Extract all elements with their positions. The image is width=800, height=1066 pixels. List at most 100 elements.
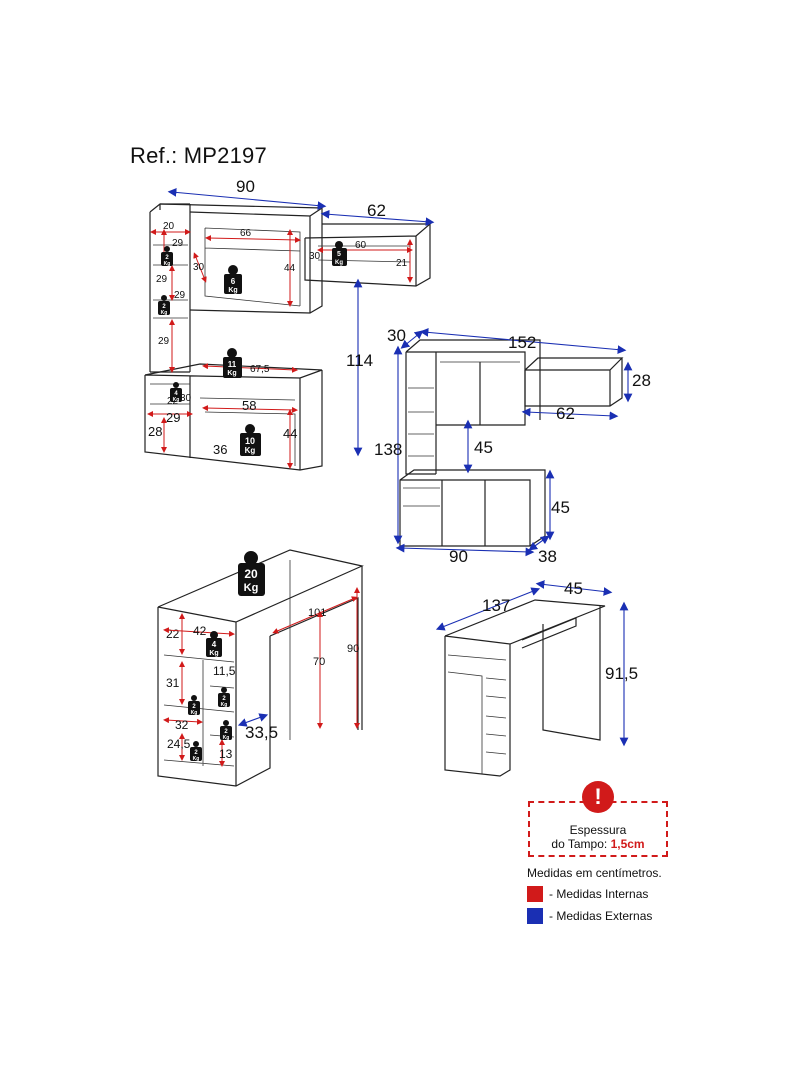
- svg-text:24,5: 24,5: [167, 737, 191, 751]
- notice-value: 1,5cm: [610, 837, 645, 851]
- svg-text:Kg: Kg: [228, 287, 237, 294]
- bottom-right-desk: [444, 599, 606, 777]
- top-left-external-dims: 90 62 114: [167, 177, 435, 457]
- svg-text:Kg: Kg: [244, 582, 259, 594]
- dim-height-45: 45: [551, 498, 570, 517]
- weight-icon-2kg-e: 2Kg: [220, 720, 232, 741]
- weight-icon-2kg-a: 2Kg: [161, 246, 173, 267]
- dim-depth-33-5: 33,5: [245, 723, 278, 742]
- dim-width-137: 137: [482, 596, 510, 615]
- svg-text:44: 44: [283, 426, 297, 441]
- weight-icon-2kg-c: 2Kg: [218, 687, 230, 708]
- svg-text:30: 30: [309, 251, 321, 262]
- dim-width-152: 152: [508, 333, 536, 352]
- dim-height-138: 138: [374, 440, 402, 459]
- svg-text:31: 31: [166, 676, 180, 690]
- weight-icon-5kg: 5Kg: [332, 241, 347, 266]
- svg-text:90: 90: [347, 643, 359, 655]
- bottom-left-desk: [157, 549, 364, 787]
- svg-text:21: 21: [396, 258, 408, 269]
- svg-text:2: 2: [192, 704, 196, 710]
- weight-icon-4kg: 4Kg: [170, 382, 182, 403]
- legend-row-external: - Medidas Externas: [527, 908, 662, 924]
- svg-text:Kg: Kg: [173, 397, 180, 403]
- legend-row-internal: - Medidas Internas: [527, 886, 662, 902]
- svg-text:4: 4: [212, 640, 217, 649]
- svg-text:32: 32: [175, 718, 189, 732]
- svg-text:29: 29: [166, 410, 180, 425]
- svg-text:Kg: Kg: [223, 735, 230, 741]
- svg-text:Kg: Kg: [164, 261, 171, 267]
- svg-text:Kg: Kg: [191, 710, 198, 716]
- svg-text:2: 2: [165, 255, 169, 261]
- svg-text:Kg: Kg: [335, 260, 343, 266]
- svg-text:30: 30: [180, 393, 192, 404]
- warning-icon: !: [582, 781, 614, 813]
- dim-width-90: 90: [449, 547, 468, 566]
- svg-text:Kg: Kg: [245, 446, 256, 455]
- notice-line2: do Tampo: 1,5cm: [551, 837, 645, 851]
- svg-text:60: 60: [355, 240, 367, 251]
- notice-line1: Espessura: [569, 823, 627, 837]
- dim-height-114: 114: [346, 351, 373, 370]
- svg-text:Kg: Kg: [209, 650, 218, 657]
- svg-text:66: 66: [240, 228, 252, 239]
- svg-text:42: 42: [193, 624, 207, 638]
- dim-height-28: 28: [632, 371, 651, 390]
- dim-depth-30: 30: [387, 326, 406, 345]
- svg-text:10: 10: [245, 436, 255, 446]
- top-right-external-dims: 30 152 28 62 138 45 45 90 38: [374, 326, 651, 566]
- legend-title: Medidas em centímetros.: [527, 866, 662, 880]
- svg-text:6: 6: [231, 277, 236, 286]
- svg-text:2: 2: [194, 750, 198, 756]
- svg-text:58: 58: [242, 398, 256, 413]
- svg-text:29: 29: [156, 274, 168, 285]
- svg-text:101: 101: [308, 607, 326, 619]
- svg-text:22: 22: [166, 627, 180, 641]
- top-left-cabinet-set: [144, 203, 432, 471]
- svg-text:Kg: Kg: [227, 370, 236, 377]
- legend: Medidas em centímetros. - Medidas Intern…: [527, 866, 662, 924]
- weight-icon-2kg-b: 2Kg: [158, 295, 170, 316]
- svg-text:4: 4: [174, 391, 178, 397]
- legend-swatch-external: [527, 908, 543, 924]
- svg-text:Kg: Kg: [161, 310, 168, 316]
- svg-text:44: 44: [284, 263, 296, 274]
- bottom-right-external-dims: 137 45 91,5: [435, 579, 638, 747]
- svg-text:20: 20: [163, 221, 175, 232]
- weight-icon-2kg-d: 2Kg: [188, 695, 200, 716]
- svg-text:30: 30: [193, 262, 205, 273]
- dim-depth-62: 62: [556, 404, 575, 423]
- dim-width-90: 90: [236, 177, 255, 196]
- dim-height-91-5: 91,5: [605, 664, 638, 683]
- reference-title: Ref.: MP2197: [130, 143, 267, 168]
- dim-width-62: 62: [367, 201, 386, 220]
- svg-text:13: 13: [219, 747, 233, 761]
- svg-text:28: 28: [148, 424, 162, 439]
- svg-text:Kg: Kg: [193, 756, 200, 762]
- svg-text:2: 2: [162, 304, 166, 310]
- bottom-left-dims: 101 70 90 22 42 11,5 31 32 24,5 13 33,5: [163, 587, 360, 767]
- svg-text:Kg: Kg: [221, 702, 228, 708]
- legend-label-internal: - Medidas Internas: [549, 887, 649, 901]
- svg-text:29: 29: [174, 290, 186, 301]
- dim-gap-45: 45: [474, 438, 493, 457]
- svg-text:2: 2: [222, 696, 226, 702]
- svg-text:29: 29: [172, 238, 184, 249]
- weight-icon-6kg: 6Kg: [224, 265, 242, 294]
- svg-text:67,5: 67,5: [250, 364, 270, 375]
- svg-text:5: 5: [337, 251, 341, 258]
- weight-icon-4kg: 4Kg: [206, 631, 222, 657]
- svg-text:2: 2: [224, 729, 228, 735]
- top-right-kitchen: [399, 339, 624, 547]
- top-left-internal-dims: 20 29 66 44 30 60 21 30 29 29 29 67,5 22…: [147, 221, 413, 469]
- legend-label-external: - Medidas Externas: [549, 909, 653, 923]
- dim-depth-45: 45: [564, 579, 583, 598]
- svg-text:20: 20: [244, 567, 258, 581]
- svg-text:70: 70: [313, 656, 325, 668]
